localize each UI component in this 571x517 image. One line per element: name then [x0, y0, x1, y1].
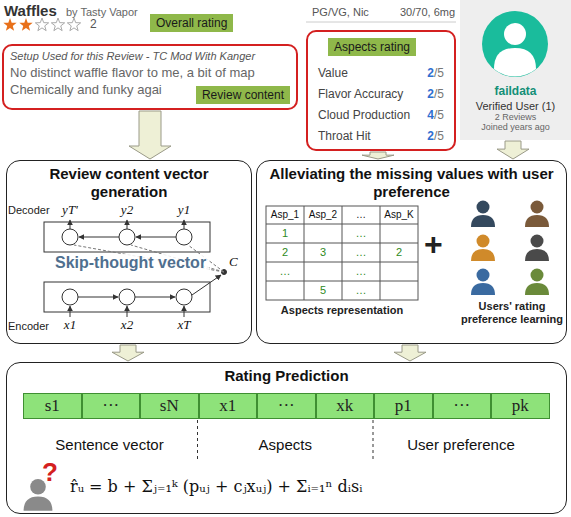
- block-arrow: [112, 345, 144, 361]
- node-text: Joined years ago: [464, 122, 567, 132]
- input-symbol: x1: [56, 318, 84, 333]
- table-caption: Aspects representation: [262, 304, 422, 317]
- aspect-text: /5: [434, 66, 444, 80]
- vector-cell: xk: [316, 393, 375, 419]
- node-text: pk: [492, 394, 549, 418]
- table-cell: 1: [266, 224, 304, 243]
- node-text: Verified User (1): [464, 100, 567, 112]
- group-label: User preference: [373, 436, 549, 453]
- output-symbol: y1: [170, 203, 198, 218]
- block-arrow: [497, 141, 529, 159]
- node-text: ···: [83, 394, 140, 418]
- encoder-decoder: [44, 220, 227, 317]
- review-box: Setup Used for this Review - TC Mod With…: [2, 44, 298, 110]
- product-name: Waffles: [4, 2, 57, 19]
- node-text: xk: [317, 394, 374, 418]
- node-text: p1: [375, 394, 432, 418]
- table-cell: …: [342, 243, 380, 262]
- group-label: Sentence vector: [22, 436, 197, 453]
- table-cell: …: [342, 281, 380, 300]
- table-header: …: [342, 206, 380, 224]
- aspect-box: Value2/5Flavor Accuracy2/5Cloud Producti…: [306, 30, 456, 151]
- node-text: ···: [434, 394, 491, 418]
- block-arrow: [394, 345, 426, 361]
- aspect-text: 2: [427, 66, 434, 80]
- profile-panel: faildataVerified User (1)2 ReviewsJoined…: [460, 0, 571, 140]
- node-text: Review content: [202, 88, 284, 102]
- brand-name: by Tasty Vapor: [66, 6, 138, 19]
- question-mark: ?: [42, 458, 58, 488]
- rating-count: 2: [90, 18, 97, 32]
- vector-cell: ···: [433, 393, 492, 419]
- block-arrow: [362, 152, 394, 159]
- node-text: ···: [258, 394, 315, 418]
- table-cell: …: [342, 224, 380, 243]
- vector-cell: ···: [257, 393, 316, 419]
- icon-caption: Users' rating preference learning: [458, 300, 566, 325]
- aspect-text: 2: [427, 87, 434, 101]
- table-header: Asp_2: [304, 206, 342, 224]
- vector-cell: x1: [199, 393, 258, 419]
- vector-cell: s1: [23, 393, 82, 419]
- user-icons: [471, 201, 549, 296]
- context-symbol: C: [229, 255, 238, 270]
- node-text: No distinct waffle flavor to me, a bit o…: [10, 65, 290, 82]
- group-label: Aspects: [198, 436, 374, 453]
- rating-tag: Overall rating: [150, 14, 233, 32]
- separator: [306, 22, 456, 23]
- input-symbol: xT: [170, 318, 198, 333]
- output-symbol: yT': [56, 203, 84, 218]
- aspect-text: /5: [434, 108, 444, 122]
- node-text: s1: [24, 394, 81, 418]
- formula: r̂ᵤ = b + Σⱼ₌₁ᵏ (pᵤⱼ + cⱼxᵤⱼ) + Σᵢ₌₁ⁿ dᵢ…: [70, 478, 362, 496]
- vector-cell: pk: [491, 393, 550, 419]
- table-cell: 5: [304, 281, 342, 300]
- module-box: Review content vector generation: [6, 160, 252, 344]
- node-text: Review content vector generation: [13, 165, 245, 201]
- node-text: Setup Used for this Review - TC Mod With…: [10, 50, 290, 62]
- group-separator: [198, 420, 374, 462]
- node-text: faildata: [464, 84, 567, 98]
- aspect-text: Flavor Accuracy: [318, 87, 427, 101]
- star-rating: [3, 18, 80, 31]
- aspect-text: 2: [427, 129, 434, 143]
- vector-cell: ···: [82, 393, 141, 419]
- output-symbol: y2: [113, 203, 141, 218]
- user-avatar: [482, 11, 548, 77]
- vector-cell: sN: [140, 393, 199, 419]
- table-cell: …: [342, 262, 380, 281]
- aspect-tag: Aspects rating: [328, 38, 416, 56]
- input-symbol: x2: [113, 318, 141, 333]
- layer-name: Decoder: [8, 204, 50, 217]
- node-text: Rating Prediction: [13, 367, 560, 385]
- profile-panel: [460, 0, 571, 140]
- table-cell: 2: [266, 243, 304, 262]
- spec-name: PG/VG, Nic: [312, 6, 369, 19]
- node-text: sN: [141, 394, 198, 418]
- spec-value: 30/70, 6mg: [400, 6, 455, 19]
- aspect-text: Cloud Production: [318, 108, 427, 122]
- table-header: Asp_1: [266, 206, 304, 224]
- aspect-text: Value: [318, 66, 427, 80]
- table-cell: 2: [380, 243, 418, 262]
- node-text: Aspects rating: [334, 40, 410, 54]
- node-text: Overall rating: [156, 16, 227, 30]
- aspect-text: 4: [427, 108, 434, 122]
- aspect-text: /5: [434, 87, 444, 101]
- aspect-text: Throat Hit: [318, 129, 427, 143]
- table-cell: 3: [304, 243, 342, 262]
- node-text: x1: [200, 394, 257, 418]
- overlay-caption: Skip-thought vector: [52, 254, 209, 272]
- table-header: Asp_K: [380, 206, 418, 224]
- vector-cell: p1: [374, 393, 433, 419]
- node-text: 2 Reviews: [464, 112, 567, 122]
- node-text: Alleviating the missing values with user…: [263, 165, 560, 201]
- content-tag: Review content: [196, 86, 290, 104]
- aspect-table: [266, 206, 418, 300]
- layer-name: Encoder: [8, 320, 49, 333]
- plus-sign: +: [424, 226, 443, 263]
- aspect-text: /5: [434, 129, 444, 143]
- table-cell: …: [266, 262, 304, 281]
- block-arrow: [129, 111, 171, 159]
